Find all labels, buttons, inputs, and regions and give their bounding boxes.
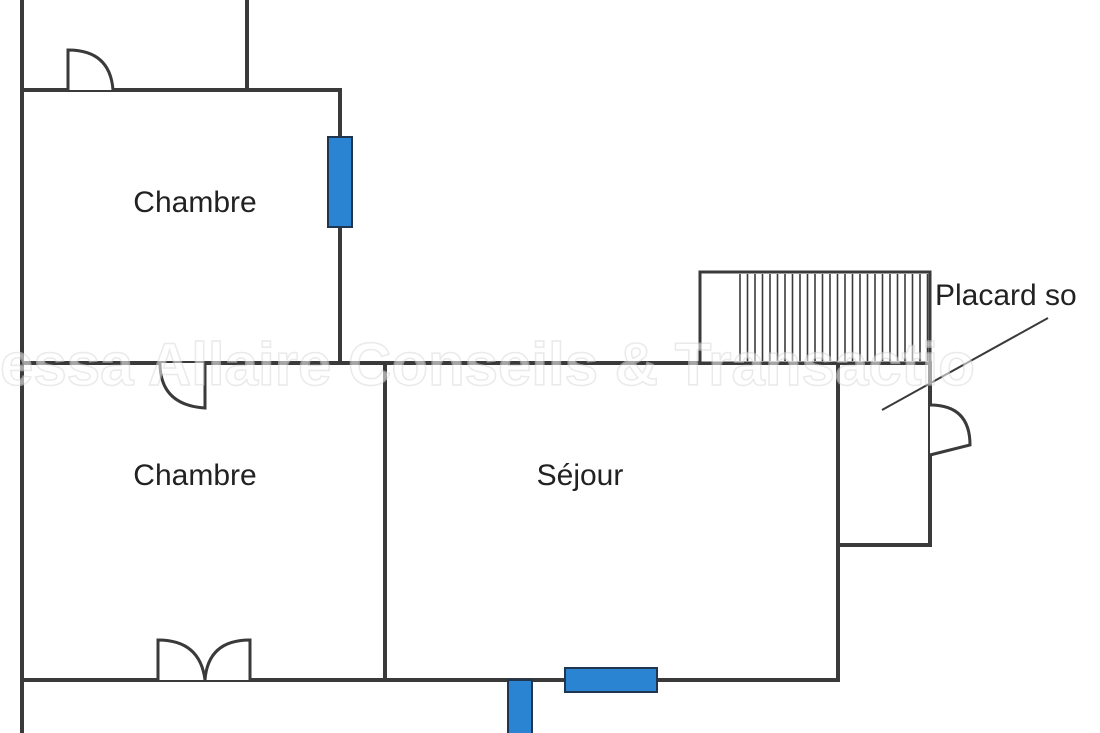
door-bedroom-bottom	[158, 362, 207, 410]
doors	[66, 48, 1049, 681]
watermark-text: essa Allaire Conseils & Transactio	[0, 331, 975, 398]
window-bedroom-top	[327, 136, 353, 228]
stairs	[698, 270, 932, 365]
door-closet	[929, 403, 972, 457]
room-label-living: Séjour	[537, 459, 624, 492]
stair-steps	[739, 274, 929, 361]
room-label-bedroom-bottom: Chambre	[133, 459, 256, 492]
door-bedroom-top	[66, 48, 115, 91]
windows	[327, 136, 658, 733]
closet-pointer-line	[881, 317, 1049, 411]
door-bedroom-bottom-right-leaf	[203, 638, 252, 681]
room-label-closet: Placard so	[935, 279, 1077, 312]
door-bedroom-bottom-left-leaf	[156, 638, 207, 681]
room-label-bedroom-top: Chambre	[133, 186, 256, 219]
window-living-bottom	[564, 667, 658, 693]
window-bottom-stub	[507, 679, 533, 733]
